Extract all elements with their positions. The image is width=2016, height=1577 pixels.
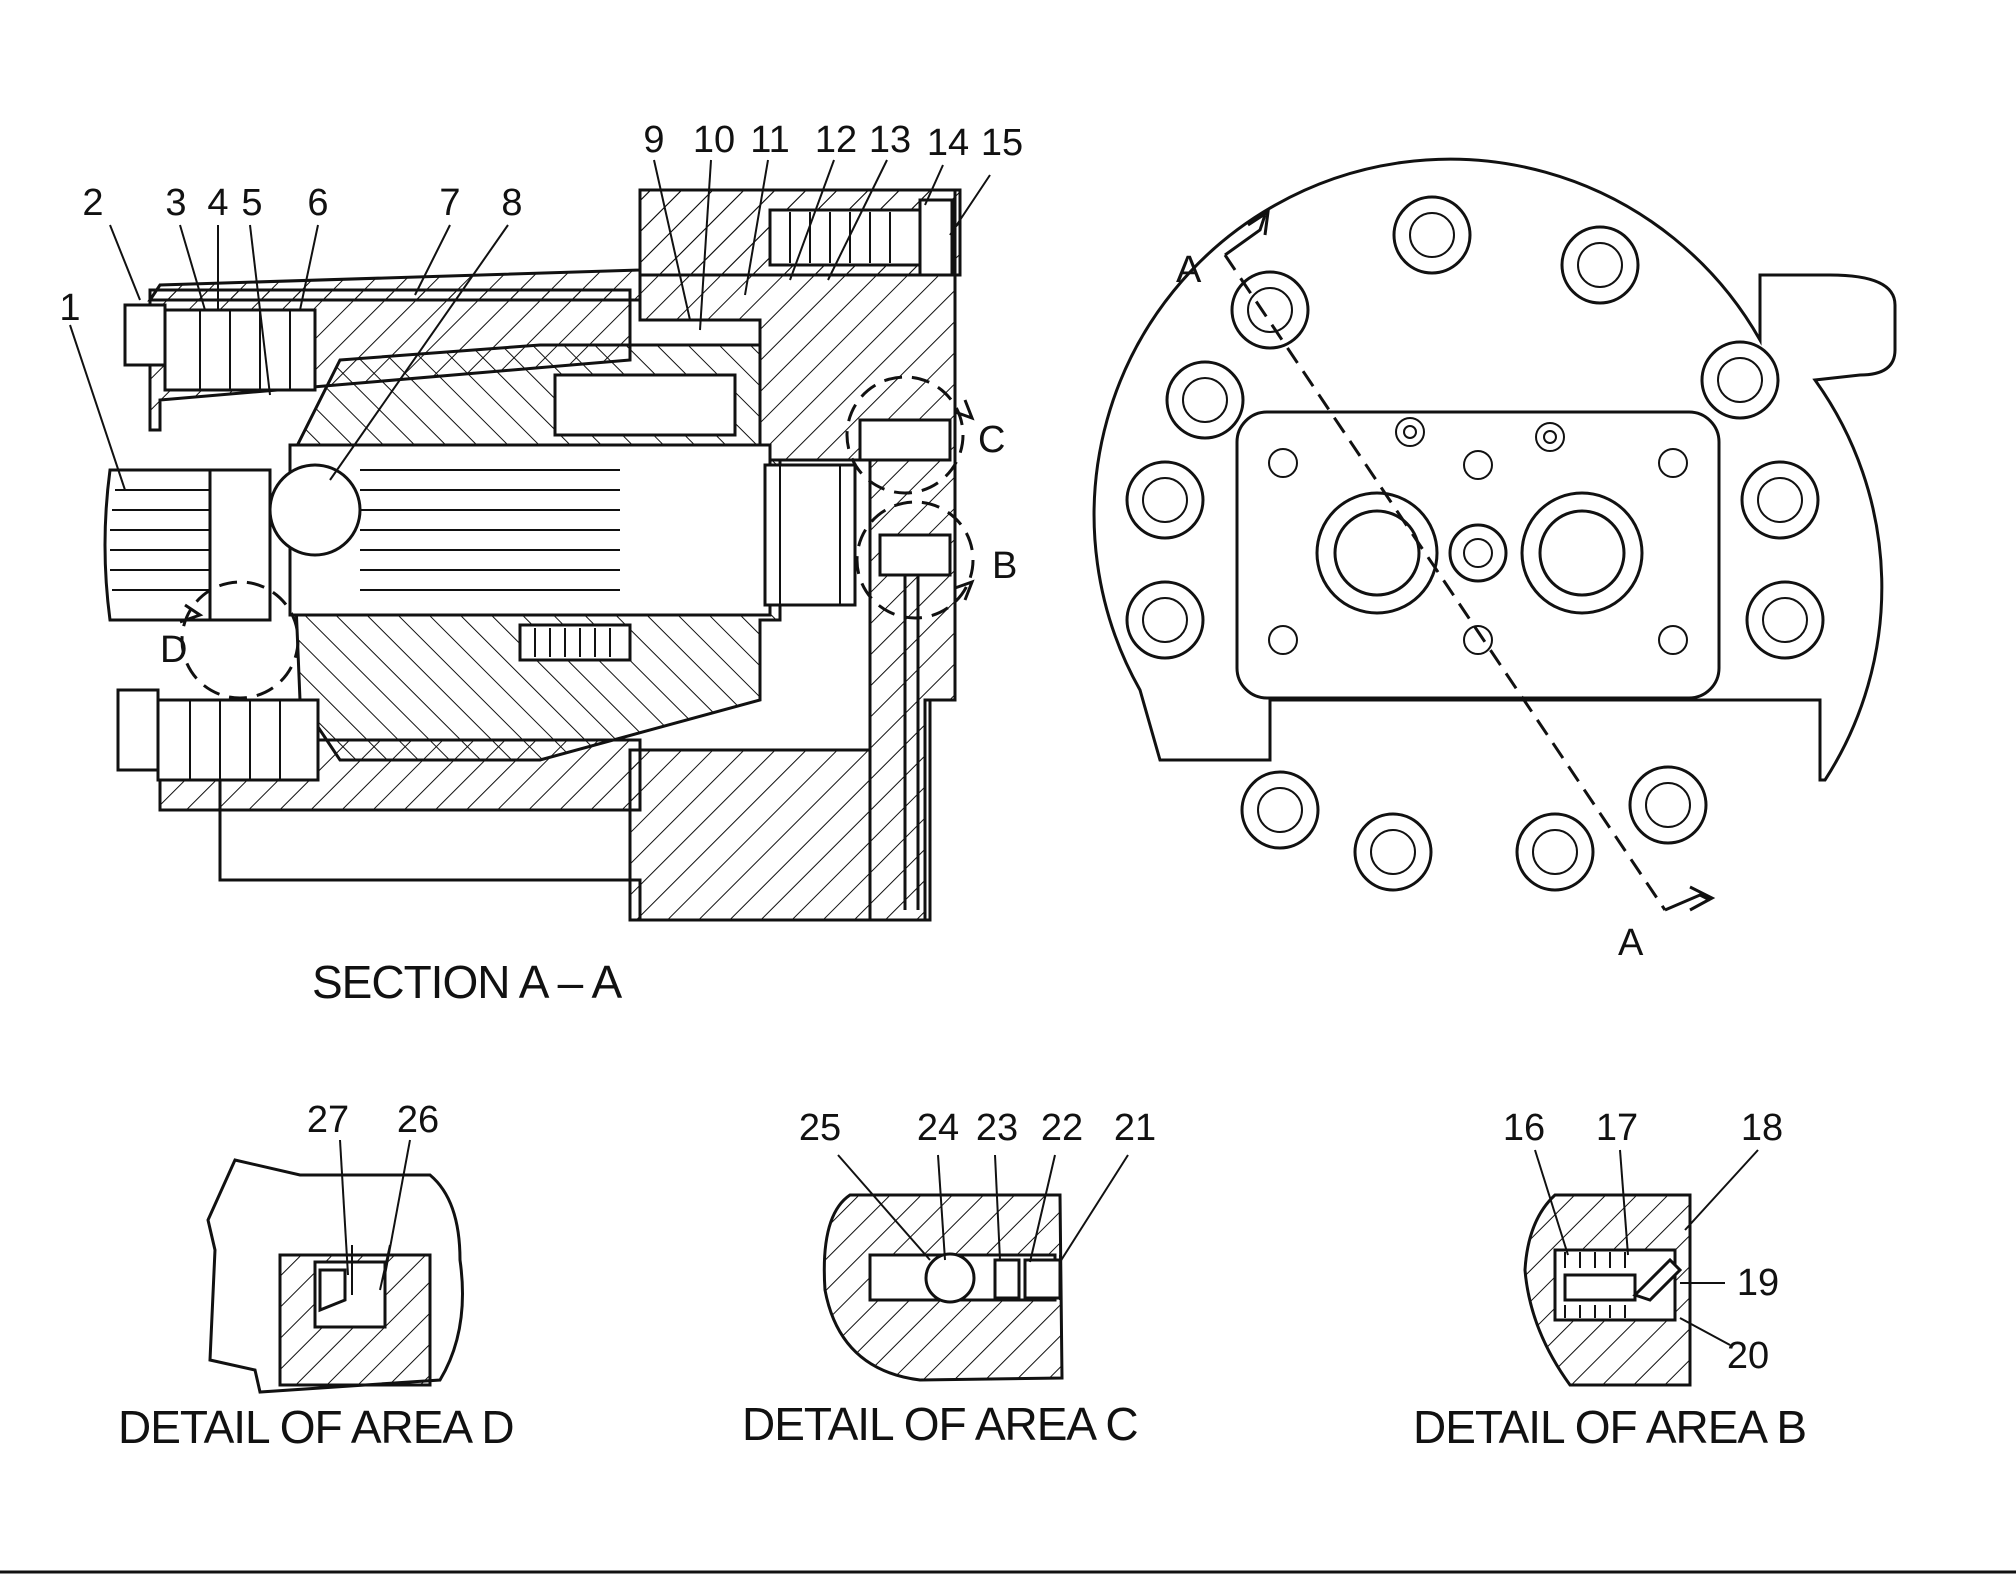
- callout-15: 15: [981, 122, 1023, 164]
- detail-c-marker-circle: [845, 375, 965, 495]
- callout-12: 12: [815, 119, 857, 161]
- section-cut-line: [1223, 254, 1667, 911]
- callout-18: 18: [1741, 1107, 1783, 1149]
- detail-b-caption: DETAIL OF AREA B: [1413, 1401, 1806, 1453]
- section-a-a-caption: SECTION A – A: [312, 956, 622, 1008]
- callout-27: 27: [307, 1099, 349, 1141]
- callout-26: 26: [397, 1099, 439, 1141]
- callout-5: 5: [241, 182, 262, 224]
- detail-c-leaders: [837, 1154, 1129, 1263]
- section-marker-a-top: A: [1176, 249, 1202, 291]
- detail-c-view: 25 24 23 22 21 DETAIL OF AREA C: [742, 1107, 1156, 1450]
- callout-2: 2: [82, 182, 103, 224]
- detail-marker-b: B: [992, 545, 1017, 587]
- callout-7: 7: [439, 182, 460, 224]
- detail-b-view: 16 17 18 19 20 DETAIL OF AREA B: [1413, 1107, 1807, 1453]
- callout-19: 19: [1737, 1262, 1779, 1304]
- shaft-splines: [360, 469, 620, 591]
- callout-16: 16: [1503, 1107, 1545, 1149]
- callout-8: 8: [501, 182, 522, 224]
- callout-20: 20: [1727, 1335, 1769, 1377]
- detail-b-leaders: [1534, 1149, 1759, 1346]
- section-leaders: [69, 159, 991, 491]
- callout-24: 24: [917, 1107, 959, 1149]
- end-view: A A: [1092, 157, 1897, 964]
- callout-9: 9: [643, 119, 664, 161]
- callout-3: 3: [165, 182, 186, 224]
- perimeter-bolts: [1125, 195, 1825, 892]
- callout-23: 23: [976, 1107, 1018, 1149]
- detail-marker-c: C: [978, 419, 1005, 461]
- callout-25: 25: [799, 1107, 841, 1149]
- callout-14: 14: [927, 122, 969, 164]
- detail-d-caption: DETAIL OF AREA D: [118, 1401, 514, 1453]
- callout-17: 17: [1596, 1107, 1638, 1149]
- callout-4: 4: [207, 182, 228, 224]
- section-marker-a-bottom: A: [1618, 922, 1644, 964]
- callout-13: 13: [869, 119, 911, 161]
- detail-c-caption: DETAIL OF AREA C: [742, 1398, 1138, 1450]
- detail-d-view: 27 26 DETAIL OF AREA D: [118, 1099, 515, 1453]
- detail-b-marker-circle: [855, 500, 975, 620]
- callout-1: 1: [59, 287, 80, 329]
- callout-22: 22: [1041, 1107, 1083, 1149]
- spring-coils: [534, 628, 611, 657]
- output-splines: [110, 489, 210, 591]
- callout-11: 11: [750, 119, 789, 161]
- detail-d-marker-circle: [180, 580, 300, 700]
- callout-10: 10: [693, 119, 735, 161]
- section-a-a-view: 1 2 3 4 5 6 7 8 9 10 11 12 13 14 15 B C …: [59, 119, 1023, 1008]
- callout-21: 21: [1114, 1107, 1156, 1149]
- detail-b-spring: [1564, 1252, 1626, 1318]
- detail-marker-d: D: [160, 629, 187, 671]
- callout-6: 6: [307, 182, 328, 224]
